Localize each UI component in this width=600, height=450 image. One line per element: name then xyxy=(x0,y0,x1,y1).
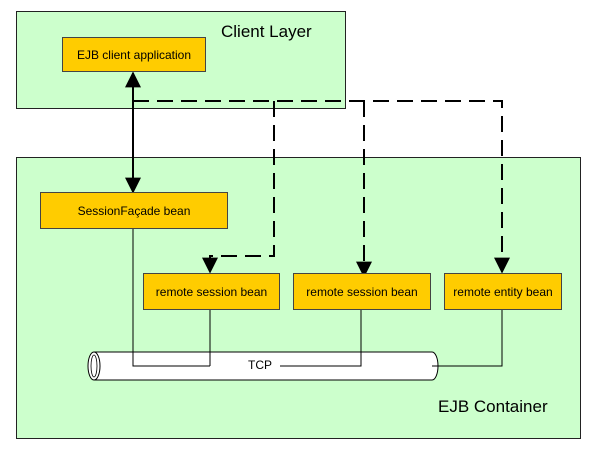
client-layer-title: Client Layer xyxy=(221,22,312,41)
session-facade-bean[interactable]: SessionFaçade bean xyxy=(40,192,228,229)
remote-entity-bean[interactable]: remote entity bean xyxy=(444,273,562,310)
remote-session-bean-2[interactable]: remote session bean xyxy=(293,273,431,310)
ejb-client-application[interactable]: EJB client application xyxy=(62,37,206,72)
remote-session-bean-1[interactable]: remote session bean xyxy=(143,273,280,310)
ejb-container-title: EJB Container xyxy=(438,397,548,416)
tcp-label: TCP xyxy=(246,358,274,372)
